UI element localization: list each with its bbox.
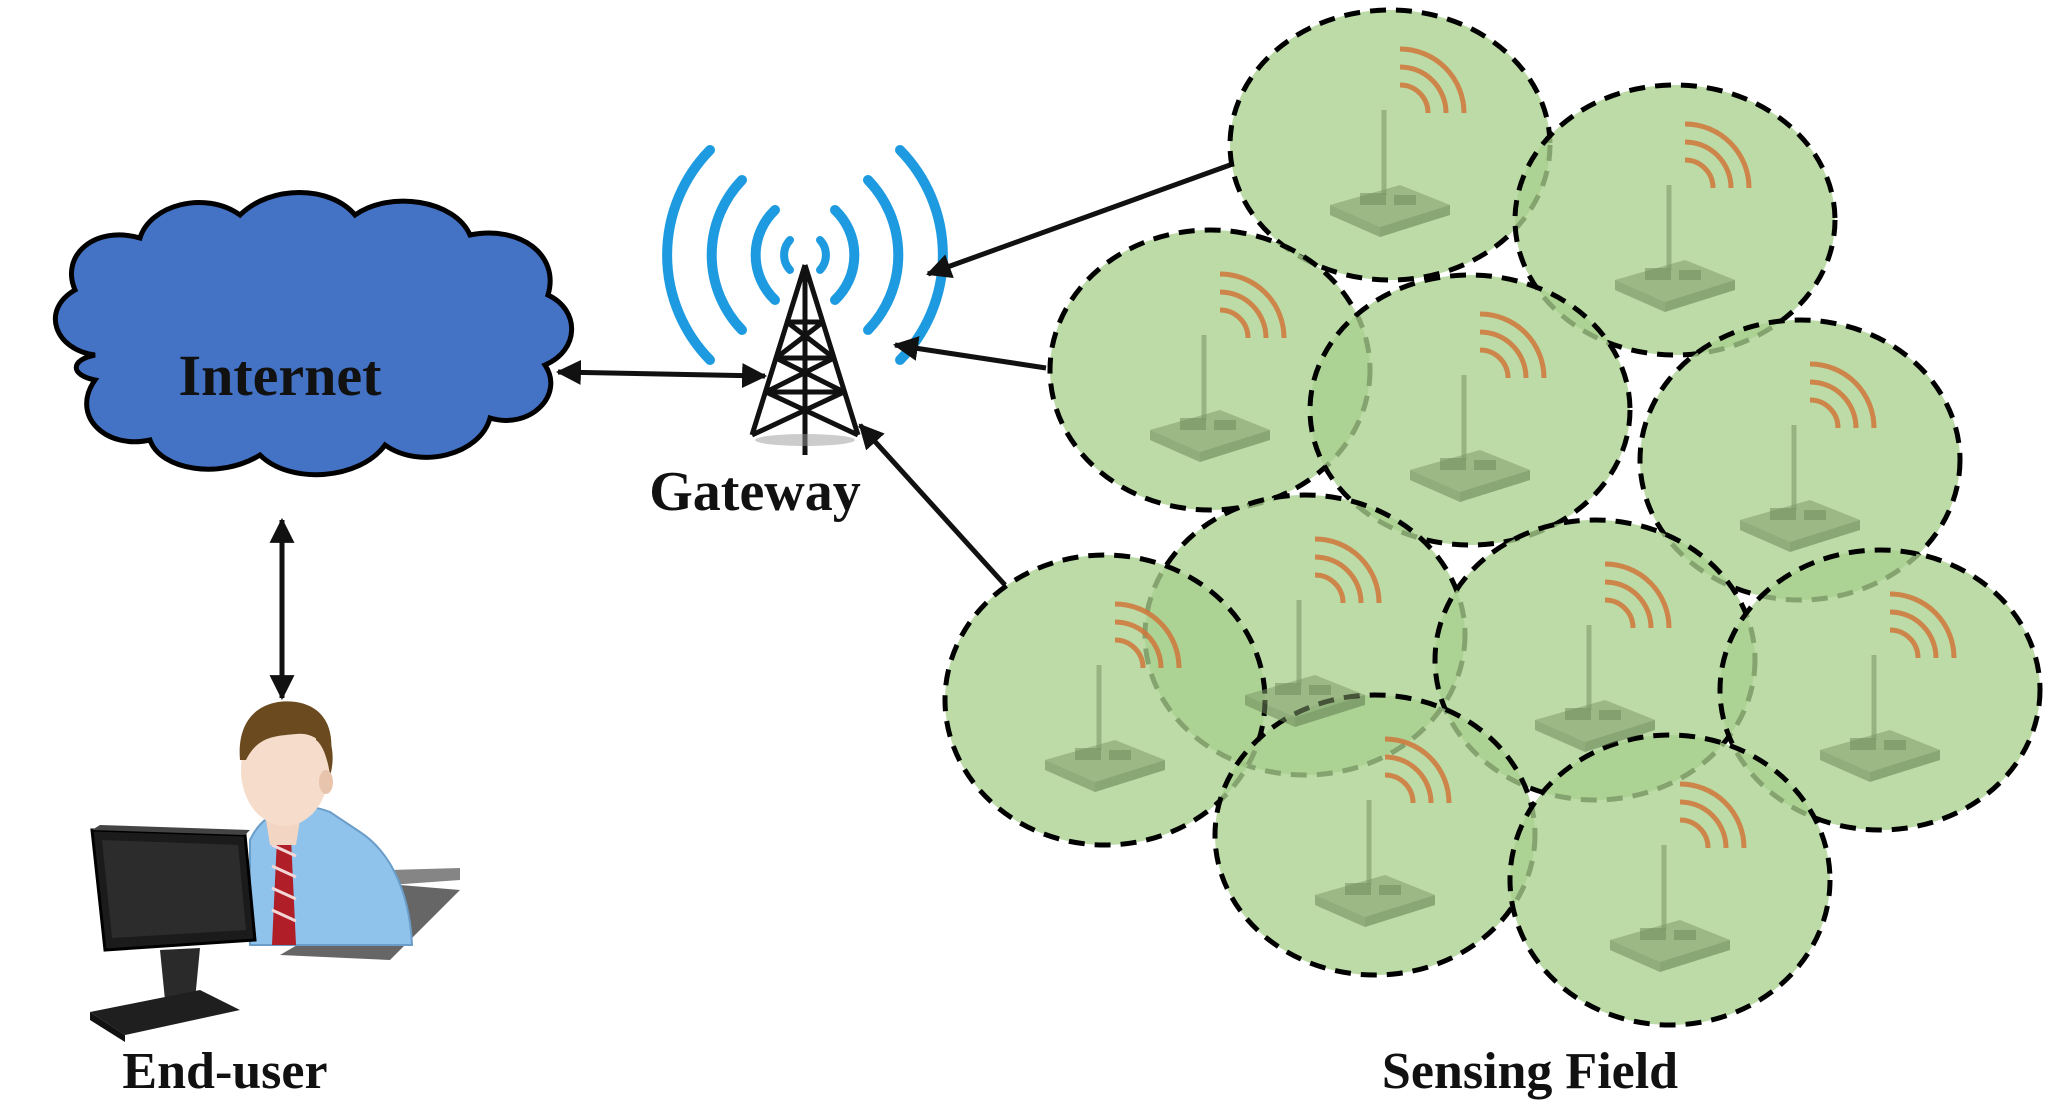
sensing-field-label: Sensing Field bbox=[1382, 1043, 1678, 1100]
connections bbox=[269, 162, 1231, 701]
sensor-coverage-11 bbox=[1507, 732, 1833, 1028]
field-gateway-arrow-middle bbox=[892, 336, 1047, 371]
cloud-icon bbox=[52, 190, 575, 478]
internet-label: Internet bbox=[179, 343, 383, 408]
field-gateway-arrow-top bbox=[926, 162, 1231, 278]
sensor-coverage-10 bbox=[1212, 692, 1538, 978]
sensor-coverage-4 bbox=[1307, 272, 1633, 548]
sensing-field: Sensing Field bbox=[942, 7, 2043, 1100]
sensor-coverage-1 bbox=[1227, 7, 1553, 283]
gateway-label: Gateway bbox=[649, 461, 861, 523]
user-at-computer-icon bbox=[90, 701, 460, 1042]
end-user: End-user bbox=[90, 701, 460, 1100]
sensor-coverage-9 bbox=[942, 552, 1268, 848]
sensor-coverage-2 bbox=[1512, 82, 1838, 358]
end-user-label: End-user bbox=[122, 1043, 327, 1100]
radio-tower-icon bbox=[662, 145, 948, 455]
internet-cloud: Internet bbox=[52, 190, 575, 478]
sensor-node-coverage bbox=[942, 7, 2043, 1028]
sensor-coverage-8 bbox=[1717, 547, 2043, 833]
field-gateway-arrow-bottom bbox=[858, 423, 1007, 587]
internet-gateway-arrow bbox=[555, 359, 768, 389]
